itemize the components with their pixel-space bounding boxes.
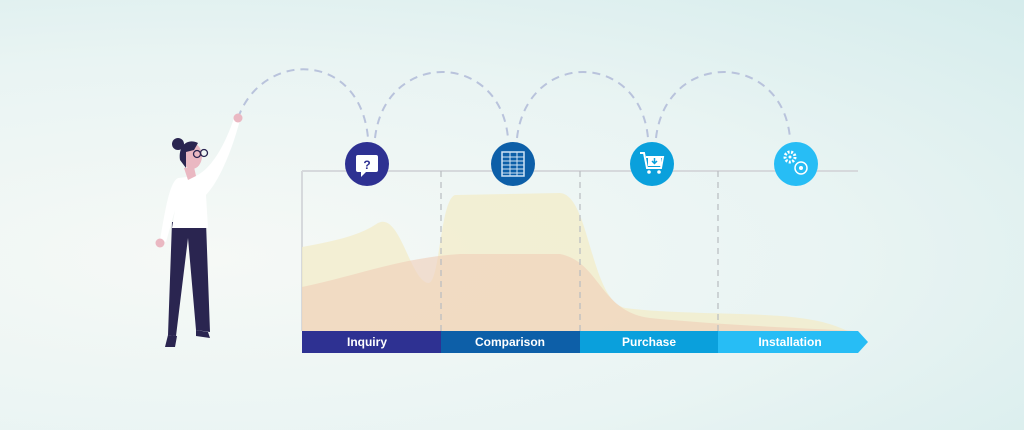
stage-purchase-bar (580, 331, 718, 353)
arc-inquiry-to-comparison (374, 71, 509, 139)
stage-banner: Inquiry Comparison Purchase Installation (302, 331, 868, 353)
journey-arcs (237, 68, 791, 139)
stage-label-installation: Installation (758, 335, 821, 349)
shopping-cart-icon (630, 142, 674, 186)
stage-installation-arrow (718, 331, 868, 353)
gears-icon (774, 142, 818, 186)
woman-figure-illustration (155, 113, 243, 347)
comparison-table-icon (491, 142, 535, 186)
stage-inquiry-bar (302, 331, 441, 353)
arc-purchase-to-installation (655, 71, 791, 139)
stage-dividers (440, 171, 719, 331)
svg-text:?: ? (363, 158, 370, 172)
stage-comparison-bar (441, 331, 580, 353)
stage-label-inquiry: Inquiry (347, 335, 387, 349)
stage-label-comparison: Comparison (475, 335, 545, 349)
question-chat-icon: ? (345, 142, 389, 186)
stage-label-purchase: Purchase (622, 335, 676, 349)
arc-hand-to-inquiry (237, 68, 369, 139)
arc-comparison-to-purchase (516, 71, 649, 139)
